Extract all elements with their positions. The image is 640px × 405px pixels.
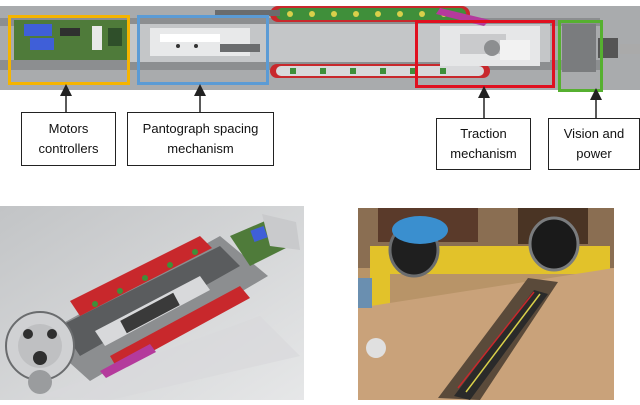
cad-3d-render-panel <box>0 206 304 400</box>
motors-controllers-highlight <box>8 15 130 85</box>
pantograph-highlight <box>137 15 269 85</box>
vision-power-highlight <box>558 20 603 92</box>
traction-label: Traction mechanism <box>436 118 531 170</box>
cad-side-view-panel <box>0 0 640 100</box>
vision-power-text: Vision and power <box>563 126 625 161</box>
motors-controllers-label: Motors controllers <box>21 112 116 166</box>
traction-text: Traction mechanism <box>450 126 517 161</box>
prototype-photo-drawing <box>358 208 614 400</box>
cad-side-view-drawing <box>0 0 640 90</box>
pantograph-label: Pantograph spacing mechanism <box>127 112 274 166</box>
prototype-photo-panel <box>358 208 614 400</box>
vision-power-label: Vision and power <box>548 118 640 170</box>
callout-arrows <box>60 84 602 118</box>
pantograph-text: Pantograph spacing mechanism <box>142 121 259 156</box>
cad-3d-render-drawing <box>0 206 304 400</box>
motors-controllers-text: Motors controllers <box>38 121 99 156</box>
